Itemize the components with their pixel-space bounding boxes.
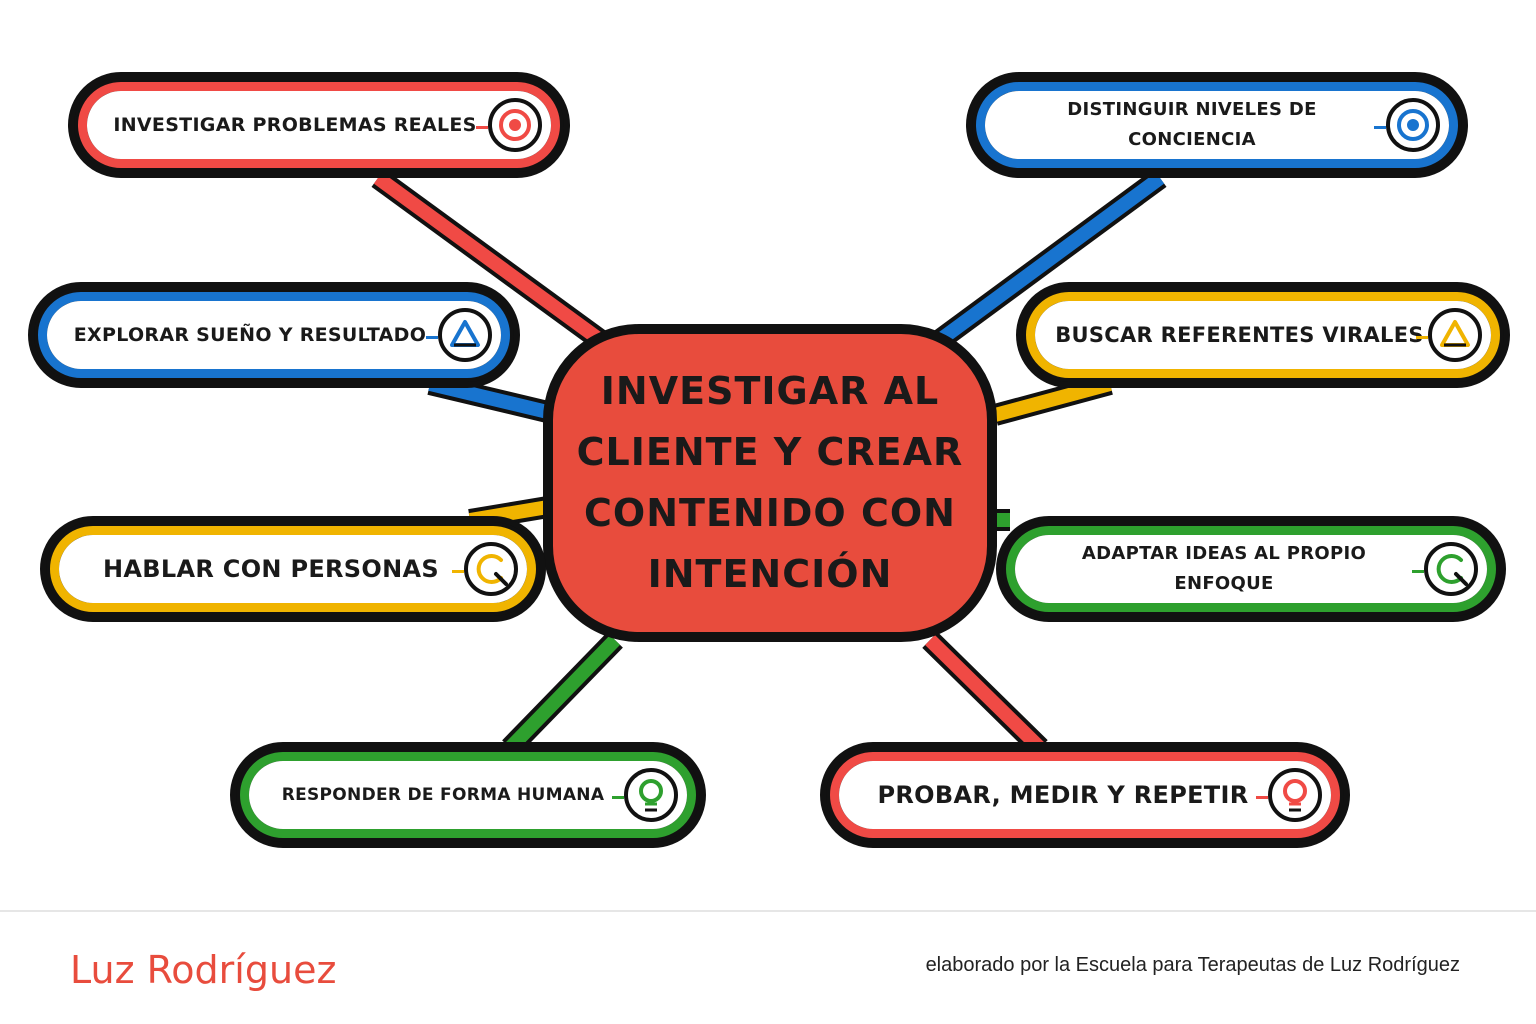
connector-line	[935, 172, 1165, 346]
node-connector-tick	[1412, 570, 1424, 573]
node-connector-tick	[612, 796, 624, 799]
node-body	[59, 535, 527, 603]
target-icon	[1386, 98, 1440, 152]
central-topic-label: INVESTIGAR AL CLIENTE Y CREAR CONTENIDO …	[576, 369, 964, 596]
lightbulb-glyph-icon	[639, 779, 663, 812]
signature: Luz Rodríguez	[70, 948, 337, 992]
magnifier-icon	[1424, 542, 1478, 596]
connector-line	[993, 377, 1112, 422]
branch-node: HABLAR CON PERSONAS	[40, 516, 546, 622]
node-body	[1015, 535, 1487, 603]
lightbulb-icon	[624, 768, 678, 822]
node-body	[249, 761, 687, 829]
connector-line	[925, 635, 1045, 753]
magnifier-glyph-icon	[476, 554, 508, 586]
node-ring	[976, 82, 1458, 168]
node-ring	[78, 82, 560, 168]
lightbulb-icon	[1268, 768, 1322, 822]
footer-divider	[0, 910, 1536, 912]
node-label: EXPLORAR SUEÑO Y RESULTADO	[73, 323, 427, 346]
connector-line	[504, 635, 621, 753]
target-glyph-icon	[1397, 109, 1429, 141]
triangle-glyph-icon	[450, 320, 480, 347]
node-label: RESPONDER DE FORMA HUMANA	[281, 784, 605, 805]
node-ring	[38, 292, 510, 378]
triangle-icon	[1428, 308, 1482, 362]
branch-node: DISTINGUIR NIVELES DE CONCIENCIA	[966, 72, 1468, 178]
triangle-icon	[438, 308, 492, 362]
triangle-glyph-icon	[1440, 320, 1470, 347]
node-ring	[1006, 526, 1496, 612]
credit-text: elaborado por la Escuela para Terapeutas…	[925, 954, 1460, 976]
node-connector-tick	[426, 336, 438, 339]
node-ring	[1026, 292, 1500, 378]
node-body	[47, 301, 501, 369]
node-body	[1035, 301, 1491, 369]
connector-line	[373, 172, 605, 346]
magnifier-icon	[464, 542, 518, 596]
node-body	[87, 91, 551, 159]
node-label: HABLAR CON PERSONAS	[103, 555, 439, 583]
node-ring	[240, 752, 696, 838]
central-topic: INVESTIGAR AL CLIENTE Y CREAR CONTENIDO …	[543, 324, 997, 642]
node-label: ADAPTAR IDEAS AL PROPIO ENFOQUE	[1081, 543, 1367, 594]
node-connector-tick	[1416, 336, 1428, 339]
branch-node: EXPLORAR SUEÑO Y RESULTADO	[28, 282, 520, 388]
node-label: BUSCAR REFERENTES VIRALES	[1055, 322, 1424, 347]
node-label: PROBAR, MEDIR Y REPETIR	[877, 781, 1249, 809]
node-body	[839, 761, 1331, 829]
magnifier-glyph-icon	[1436, 554, 1468, 586]
node-connector-tick	[1256, 796, 1268, 799]
node-label: DISTINGUIR NIVELES DE CONCIENCIA	[1067, 99, 1317, 150]
branch-node: RESPONDER DE FORMA HUMANA	[230, 742, 706, 848]
node-label: INVESTIGAR PROBLEMAS REALES	[113, 113, 477, 136]
lightbulb-glyph-icon	[1283, 779, 1307, 812]
node-connector-tick	[1374, 126, 1386, 129]
node-connector-tick	[452, 570, 464, 573]
node-connector-tick	[476, 126, 488, 129]
node-body	[985, 91, 1449, 159]
connector-line	[428, 377, 562, 422]
target-icon	[488, 98, 542, 152]
node-ring	[830, 752, 1340, 838]
branch-node: BUSCAR REFERENTES VIRALES	[1016, 282, 1510, 388]
branch-node: INVESTIGAR PROBLEMAS REALES	[68, 72, 570, 178]
node-ring	[50, 526, 536, 612]
branch-node: ADAPTAR IDEAS AL PROPIO ENFOQUE	[996, 516, 1506, 622]
target-glyph-icon	[499, 109, 531, 141]
branch-node: PROBAR, MEDIR Y REPETIR	[820, 742, 1350, 848]
